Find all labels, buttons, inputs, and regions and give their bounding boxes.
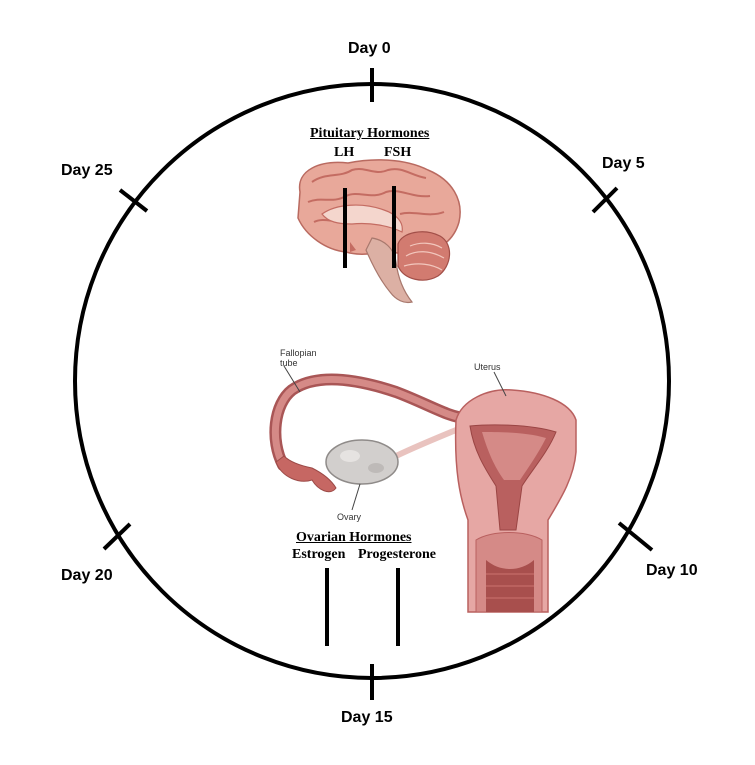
fsh-label: FSH: [384, 145, 412, 160]
day-25-label: Day 25: [61, 162, 113, 179]
uterus-label: Uterus: [474, 362, 501, 372]
day-5-label: Day 5: [602, 155, 645, 172]
tick-day-20: [102, 522, 132, 551]
day-15-label: Day 15: [341, 709, 393, 726]
tick-day-25: [118, 188, 149, 213]
day-0-label: Day 0: [348, 40, 391, 57]
ovary-label: Ovary: [337, 512, 362, 522]
reproductive-anatomy-illustration: [269, 365, 577, 613]
ovarian-heading: Ovarian Hormones: [296, 530, 412, 545]
day-20-label: Day 20: [61, 567, 113, 584]
day-10-label: Day 10: [646, 562, 698, 579]
brain-illustration: [297, 159, 461, 304]
progesterone-label: Progesterone: [358, 547, 437, 562]
tick-day-10: [617, 521, 654, 552]
estrogen-label: Estrogen: [292, 547, 346, 562]
pituitary-heading: Pituitary Hormones: [310, 126, 430, 141]
tick-day-5: [591, 186, 619, 214]
fallopian-tube-label: Fallopian tube: [280, 348, 317, 368]
lh-label: LH: [334, 145, 355, 160]
